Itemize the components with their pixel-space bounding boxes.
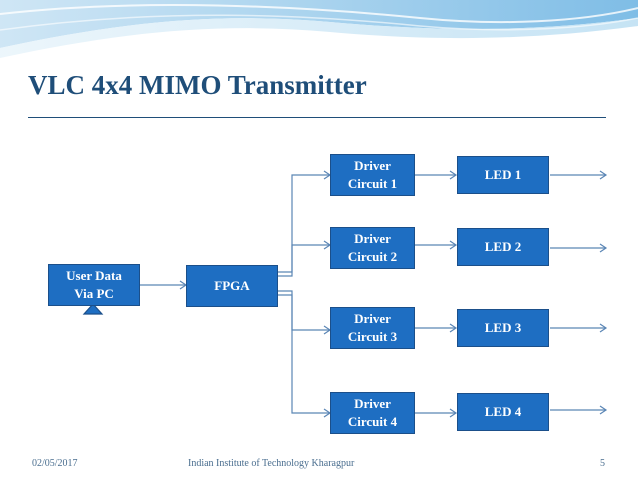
led-1-label: LED 1 (484, 167, 522, 182)
led-box-4: LED 4 (457, 393, 549, 431)
driver-circuit-box-3: Driver Circuit 3 (330, 307, 415, 349)
fpga-output-wire-3 (278, 290, 330, 331)
user-data-label-line2: Via PC (74, 286, 114, 301)
led-box-2: LED 2 (457, 228, 549, 266)
arrowhead-led-1 (449, 170, 458, 180)
header-swoosh-decoration (0, 0, 638, 58)
footer-page-number: 5 (600, 458, 605, 469)
arrowhead-output-1 (599, 170, 608, 180)
arrowhead-led-3 (449, 323, 458, 333)
driver-3-line1: Driver (354, 311, 391, 326)
arrowhead-led-2 (449, 240, 458, 250)
user-data-label-line1: User Data (66, 268, 122, 283)
fpga-output-wire-2 (278, 244, 330, 277)
fpga-box: FPGA (186, 265, 278, 307)
arrowhead-output-2 (599, 243, 608, 253)
title-underline (28, 117, 606, 118)
driver-1-line1: Driver (354, 158, 391, 173)
fpga-label: FPGA (214, 278, 250, 293)
fpga-output-wire-1 (278, 174, 330, 273)
driver-2-line1: Driver (354, 231, 391, 246)
slide-title: VLC 4x4 MIMO Transmitter (28, 70, 367, 100)
led-box-1: LED 1 (457, 156, 549, 194)
led-3-label: LED 3 (484, 320, 522, 335)
input-port-triangle (82, 303, 104, 315)
arrowhead-output-3 (599, 323, 608, 333)
driver-circuit-box-2: Driver Circuit 2 (330, 227, 415, 269)
driver-circuit-box-1: Driver Circuit 1 (330, 154, 415, 196)
footer-date: 02/05/2017 (32, 458, 78, 469)
driver-circuit-box-4: Driver Circuit 4 (330, 392, 415, 434)
fpga-output-wire-4 (278, 294, 330, 414)
led-2-label: LED 2 (484, 239, 522, 254)
driver-2-line2: Circuit 2 (347, 249, 398, 264)
driver-4-line2: Circuit 4 (347, 414, 398, 429)
driver-1-line2: Circuit 1 (347, 176, 398, 191)
driver-4-line1: Driver (354, 396, 391, 411)
footer-institution: Indian Institute of Technology Kharagpur (188, 458, 355, 469)
led-box-3: LED 3 (457, 309, 549, 347)
user-data-box: User Data Via PC (48, 264, 140, 306)
arrowhead-output-4 (599, 405, 608, 415)
arrowhead-led-4 (449, 408, 458, 418)
led-4-label: LED 4 (484, 404, 522, 419)
driver-3-line2: Circuit 3 (347, 329, 398, 344)
